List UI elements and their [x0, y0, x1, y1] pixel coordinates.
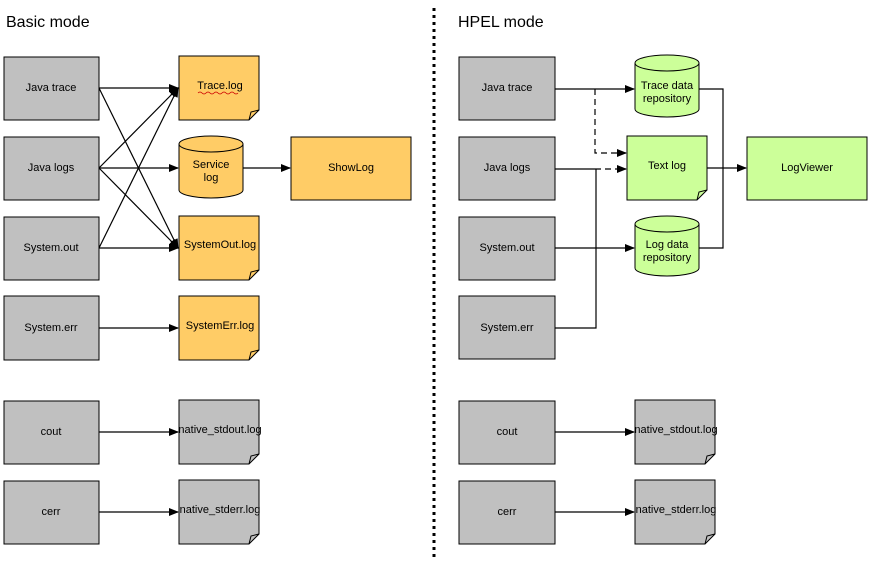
basic-source-system-err: System.err — [3, 295, 100, 361]
basic-service-log-label-2: log — [204, 172, 219, 184]
line-systemerr-to-bus — [555, 169, 597, 329]
basic-source-cout: cout — [3, 400, 100, 465]
basic-showlog-label: ShowLog — [328, 162, 374, 174]
hpel-source-system-err: System.err — [458, 295, 556, 360]
spellcheck-underline — [197, 91, 239, 95]
basic-systemout-log-file: SystemOut.log — [178, 215, 260, 281]
basic-mode-title: Basic mode — [6, 14, 90, 31]
basic-trace-log-label: Trace.log — [197, 80, 242, 92]
hpel-trace-repo-label-2: repository — [643, 93, 692, 105]
arrow-javalogs-to-systemout-log — [98, 167, 179, 249]
basic-systemerr-log-label: SystemErr.log — [186, 320, 254, 332]
basic-systemout-log-label: SystemOut.log — [184, 239, 256, 251]
basic-showlog-box: ShowLog — [290, 136, 412, 201]
basic-source-system-out: System.out — [3, 216, 100, 281]
hpel-trace-repo-label-1: Trace data — [641, 80, 694, 92]
hpel-source-cout: cout — [458, 400, 556, 465]
hpel-logviewer-label: LogViewer — [781, 162, 833, 174]
hpel-mode-title: HPEL mode — [458, 14, 544, 31]
basic-source-cerr: cerr — [3, 480, 100, 545]
basic-source-cout-label: cout — [41, 426, 62, 438]
basic-source-cerr-label: cerr — [42, 506, 61, 518]
basic-native-stderr-label: native_stderr.log — [180, 504, 261, 516]
basic-native-stdout-label: native_stdout.log — [178, 424, 261, 436]
hpel-source-java-trace: Java trace — [458, 56, 556, 121]
basic-systemerr-log-file: SystemErr.log — [178, 295, 260, 361]
hpel-text-log-label: Text log — [648, 160, 686, 172]
basic-native-stdout-file: native_stdout.log — [178, 399, 262, 465]
basic-trace-log-file: Trace.log — [178, 55, 260, 121]
basic-source-system-out-label: System.out — [23, 242, 78, 254]
hpel-source-system-out-label: System.out — [479, 242, 534, 254]
hpel-source-cerr: cerr — [458, 480, 556, 545]
hpel-log-data-repository: Log data repository — [634, 215, 700, 277]
hpel-native-stdout-file: native_stdout.log — [634, 399, 718, 465]
arrow-javatrace-to-systemout-log — [98, 87, 179, 249]
hpel-trace-data-repository: Trace data repository — [634, 54, 700, 118]
hpel-source-java-logs: Java logs — [458, 136, 556, 201]
basic-source-java-logs: Java logs — [3, 136, 100, 201]
hpel-source-java-logs-label: Java logs — [484, 162, 531, 174]
hpel-source-system-out: System.out — [458, 216, 556, 281]
hpel-native-stderr-label: native_stderr.log — [636, 504, 717, 516]
basic-source-system-err-label: System.err — [24, 322, 78, 334]
basic-service-log-cylinder: Service log — [178, 135, 244, 199]
hpel-log-repo-label-2: repository — [643, 252, 692, 264]
hpel-logviewer-box: LogViewer — [746, 136, 868, 201]
hpel-source-cout-label: cout — [497, 426, 518, 438]
basic-source-java-trace: Java trace — [3, 56, 100, 121]
basic-service-log-label-1: Service — [193, 159, 230, 171]
hpel-log-repo-label-1: Log data — [646, 239, 690, 251]
basic-native-stderr-file: native_stderr.log — [178, 479, 261, 545]
hpel-native-stdout-label: native_stdout.log — [634, 424, 717, 436]
hpel-arrows — [555, 85, 747, 516]
hpel-native-stderr-file: native_stderr.log — [634, 479, 717, 545]
hpel-source-cerr-label: cerr — [498, 506, 517, 518]
arrow-trace-repo-dashed-to-textlog — [594, 89, 627, 157]
basic-arrows — [98, 84, 291, 516]
hpel-source-java-trace-label: Java trace — [482, 82, 533, 94]
basic-source-java-trace-label: Java trace — [26, 82, 77, 94]
hpel-source-system-err-label: System.err — [480, 322, 534, 334]
arrow-javalogs-to-tracelog — [98, 87, 179, 169]
hpel-text-log-file: Text log — [626, 135, 708, 201]
basic-source-java-logs-label: Java logs — [28, 162, 75, 174]
